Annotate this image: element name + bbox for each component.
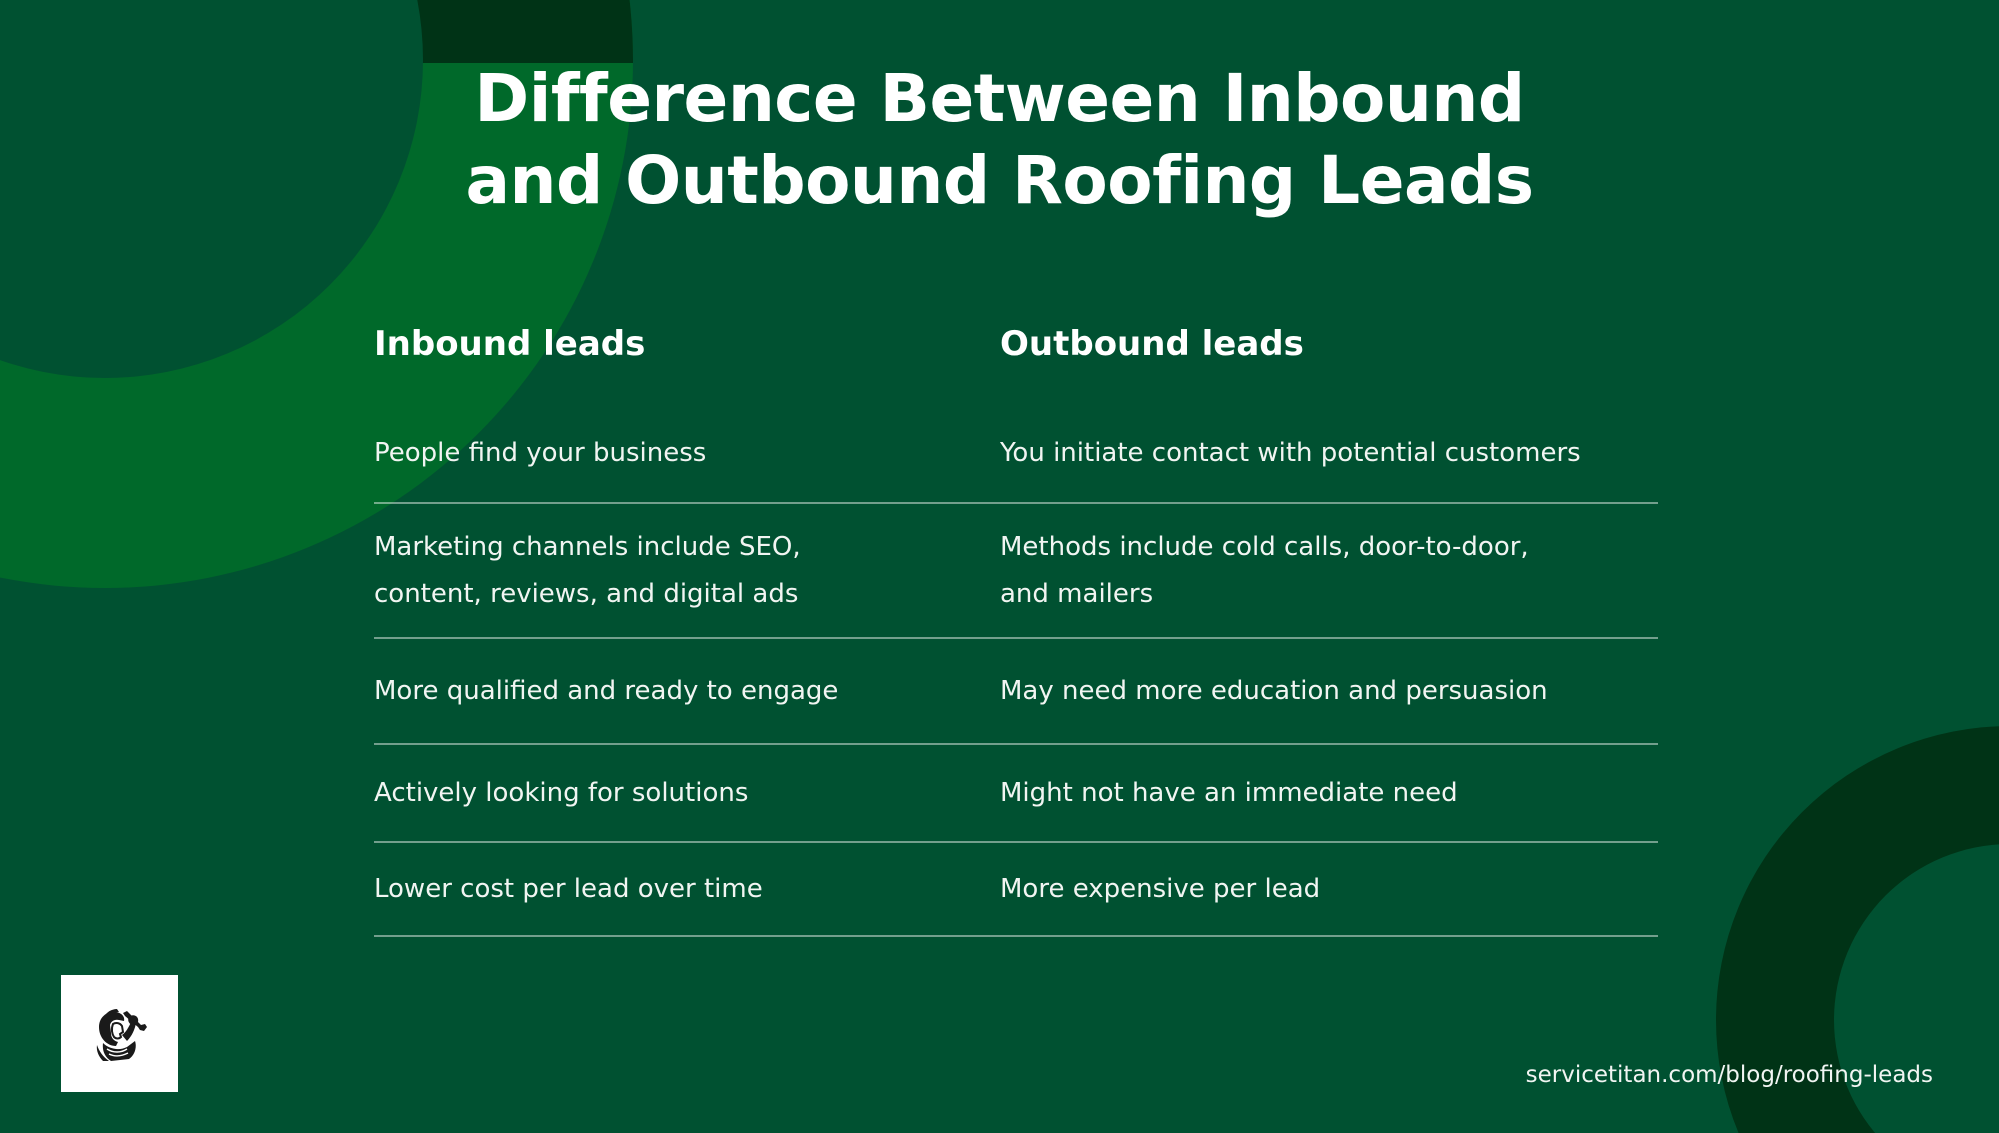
inbound-cell: Lower cost per lead over time <box>374 873 763 904</box>
title-line-2: and Outbound Roofing Leads <box>465 142 1534 219</box>
page-title: Difference Between Inbound and Outbound … <box>0 58 1999 222</box>
inbound-cell: More qualified and ready to engage <box>374 675 839 706</box>
titan-with-wrench-logo-icon <box>96 1008 147 1061</box>
table-row: Marketing channels include SEO, content,… <box>374 504 1658 639</box>
inbound-cell: People find your business <box>374 438 707 468</box>
table-row: More qualified and ready to engage May n… <box>374 639 1658 745</box>
top-left-ring-inner <box>0 0 423 378</box>
inbound-cell: Marketing channels include SEO, content,… <box>374 531 801 609</box>
column-header-inbound: Inbound leads <box>374 324 646 364</box>
outbound-cell: May need more education and persuasion <box>1000 675 1548 706</box>
outbound-cell: Methods include cold calls, door-to-door… <box>1000 531 1529 609</box>
bottom-right-ring-inner <box>1834 844 1999 1133</box>
inbound-cell: Actively looking for solutions <box>374 777 749 808</box>
table-row: People find your business You initiate c… <box>374 405 1658 504</box>
table-row: Actively looking for solutions Might not… <box>374 745 1658 843</box>
outbound-cell: More expensive per lead <box>1000 873 1321 904</box>
source-url: servicetitan.com/blog/roofing-leads <box>1525 1062 1933 1088</box>
brand-logo <box>61 975 178 1092</box>
column-header-outbound: Outbound leads <box>1000 324 1304 364</box>
outbound-cell: Might not have an immediate need <box>1000 777 1458 808</box>
title-line-1: Difference Between Inbound <box>474 60 1525 137</box>
outbound-cell: You initiate contact with potential cust… <box>1000 438 1581 468</box>
table-row: Lower cost per lead over time More expen… <box>374 843 1658 937</box>
